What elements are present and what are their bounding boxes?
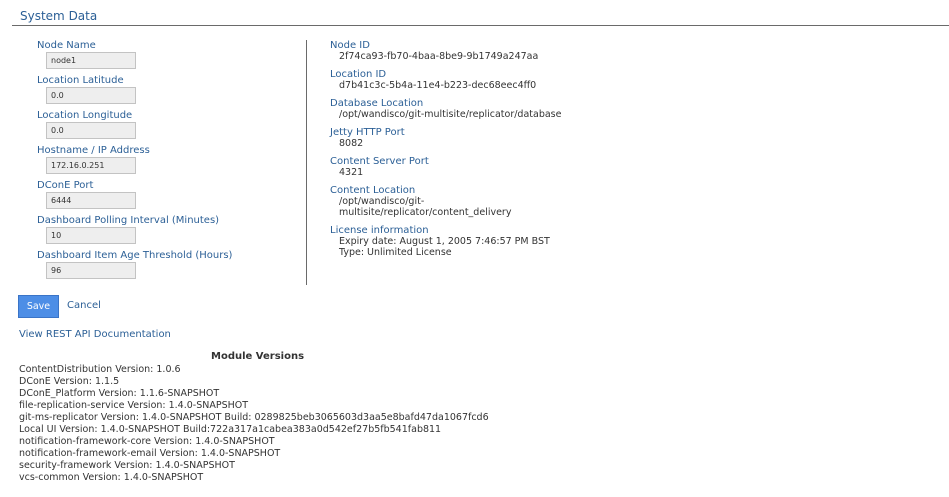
location-longitude-label: Location Longitude (37, 110, 133, 121)
age-threshold-input[interactable] (46, 262, 136, 279)
location-latitude-field: Location Latitude (37, 75, 277, 110)
license-label: License information (330, 225, 429, 236)
location-latitude-label: Location Latitude (37, 75, 124, 86)
content-server-port-value: 4321 (339, 167, 364, 178)
content-location-value: /opt/wandisco/git-multisite/replicator/c… (339, 196, 512, 218)
dcone-port-field: DConE Port (37, 180, 277, 215)
node-name-label: Node Name (37, 40, 96, 51)
module-version-item: git-ms-replicator Version: 1.4.0-SNAPSHO… (19, 412, 489, 423)
license-info: License information Expiry date: August … (330, 225, 630, 258)
module-version-item: notification-framework-core Version: 1.4… (19, 436, 275, 447)
module-version-item: Local UI Version: 1.4.0-SNAPSHOT Build:7… (19, 424, 442, 435)
hostname-field: Hostname / IP Address (37, 145, 277, 180)
module-version-item: file-replication-service Version: 1.4.0-… (19, 400, 249, 411)
module-version-item: notification-framework-email Version: 1.… (19, 448, 281, 459)
license-expiry: Expiry date: August 1, 2005 7:46:57 PM B… (339, 236, 550, 247)
module-versions-title: Module Versions (211, 351, 305, 362)
node-id-info: Node ID 2f74ca93-fb70-4baa-8be9-9b1749a2… (330, 40, 630, 62)
dcone-port-input[interactable] (46, 192, 136, 209)
system-info-panel: Node ID 2f74ca93-fb70-4baa-8be9-9b1749a2… (330, 40, 630, 265)
polling-interval-label: Dashboard Polling Interval (Minutes) (37, 215, 220, 226)
content-server-port-info: Content Server Port 4321 (330, 156, 630, 178)
polling-interval-input[interactable] (46, 227, 136, 244)
database-location-label: Database Location (330, 98, 424, 109)
module-version-item: DConE Version: 1.1.5 (19, 376, 120, 387)
jetty-port-value: 8082 (339, 138, 364, 149)
module-version-item: security-framework Version: 1.4.0-SNAPSH… (19, 460, 235, 471)
module-version-item: DConE_Platform Version: 1.1.6-SNAPSHOT (19, 388, 220, 399)
dcone-port-label: DConE Port (37, 180, 94, 191)
module-version-item: vcs-common Version: 1.4.0-SNAPSHOT (19, 472, 204, 483)
license-type: Type: Unlimited License (339, 247, 452, 258)
location-longitude-field: Location Longitude (37, 110, 277, 145)
location-longitude-input[interactable] (46, 122, 136, 139)
column-divider (306, 40, 307, 285)
rest-api-docs-link[interactable]: View REST API Documentation (19, 329, 171, 340)
hostname-input[interactable] (46, 157, 136, 174)
node-id-label: Node ID (330, 40, 370, 51)
header-divider (12, 25, 949, 26)
location-latitude-input[interactable] (46, 87, 136, 104)
cancel-link[interactable]: Cancel (67, 300, 101, 311)
save-button[interactable]: Save (18, 295, 59, 318)
database-location-value: /opt/wandisco/git-multisite/replicator/d… (339, 109, 562, 120)
location-id-value: d7b41c3c-5b4a-11e4-b223-dec68eec4ff0 (339, 80, 537, 91)
node-name-field: Node Name (37, 40, 277, 75)
location-id-info: Location ID d7b41c3c-5b4a-11e4-b223-dec6… (330, 69, 630, 91)
location-id-label: Location ID (330, 69, 387, 80)
module-versions-list: ContentDistribution Version: 1.0.6 DConE… (19, 364, 489, 484)
content-location-info: Content Location /opt/wandisco/git-multi… (330, 185, 630, 218)
system-settings-form: Node Name Location Latitude Location Lon… (37, 40, 277, 285)
node-name-input[interactable] (46, 52, 136, 69)
polling-interval-field: Dashboard Polling Interval (Minutes) (37, 215, 277, 250)
node-id-value: 2f74ca93-fb70-4baa-8be9-9b1749a247aa (339, 51, 539, 62)
content-server-port-label: Content Server Port (330, 156, 429, 167)
page-title: System Data (20, 9, 98, 23)
jetty-port-info: Jetty HTTP Port 8082 (330, 127, 630, 149)
hostname-label: Hostname / IP Address (37, 145, 150, 156)
age-threshold-field: Dashboard Item Age Threshold (Hours) (37, 250, 277, 285)
database-location-info: Database Location /opt/wandisco/git-mult… (330, 98, 630, 120)
module-version-item: ContentDistribution Version: 1.0.6 (19, 364, 181, 375)
age-threshold-label: Dashboard Item Age Threshold (Hours) (37, 250, 233, 261)
content-location-label: Content Location (330, 185, 416, 196)
jetty-port-label: Jetty HTTP Port (330, 127, 405, 138)
